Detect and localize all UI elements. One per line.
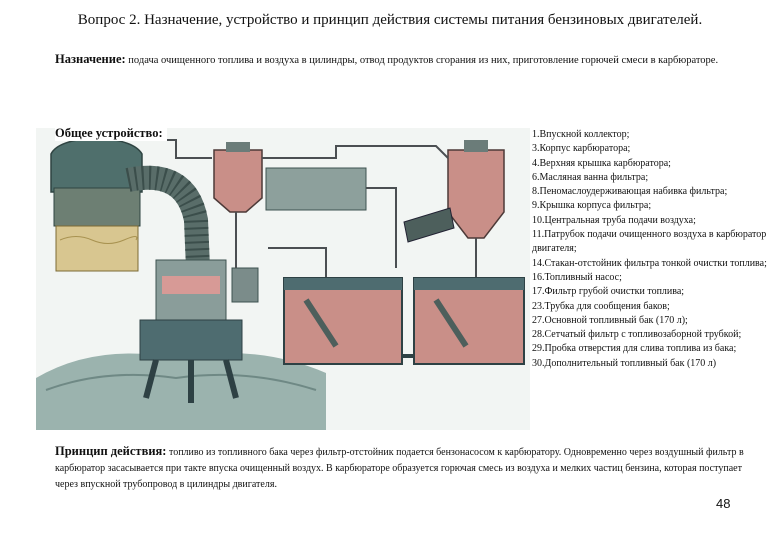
legend-item: 8.Пеномаслоудерживающая набивка фильтра; [532, 186, 728, 198]
air-filter-cover [50, 137, 143, 193]
structure-label: Общее устройство: [55, 126, 167, 141]
coarse-fuel-filter [213, 149, 263, 213]
legend-item: 28.Сетчатый фильтр с топливозаборной тру… [532, 329, 742, 341]
fuel-pump [231, 267, 259, 303]
legend-item: 29.Пробка отверстия для слива топлива из… [532, 343, 737, 355]
fine-filter-cap [464, 140, 488, 152]
fuel-system-illustration [36, 137, 525, 430]
legend-item: 23.Трубка для сообщения баков; [532, 300, 670, 312]
legend-item: 3.Корпус карбюратора; [532, 143, 631, 155]
hose-corrugation [125, 165, 210, 269]
parts-legend: 1.Впускной коллектор; 3.Корпус карбюрато… [532, 128, 777, 371]
fuel-system-diagram [36, 128, 530, 430]
principle-text: топливо из топливного бака через фильтр-… [55, 447, 744, 490]
additional-fuel-tank [413, 277, 525, 365]
legend-item: 6.Масляная ванна фильтра; [532, 171, 649, 183]
purpose-label: Назначение: [55, 52, 126, 66]
legend-item: 9.Крышка корпуса фильтра; [532, 200, 652, 212]
coarse-filter-cap [226, 142, 250, 152]
oil-level-line [59, 236, 138, 244]
principle-label: Принцип действия: [55, 444, 167, 458]
legend-item: 1.Впускной коллектор; [532, 129, 630, 140]
carburetor-float-chamber [162, 276, 220, 294]
fuel-lines [146, 139, 477, 278]
fuel-intake-pipes [303, 298, 469, 348]
legend-item: 4.Верхняя крышка карбюратора; [532, 157, 671, 169]
legend-item: 11.Патрубок подачи очищенного воздуха в … [532, 229, 767, 255]
slide-title: Вопрос 2. Назначение, устройство и принц… [77, 12, 703, 28]
legend-item: 17.Фильтр грубой очистки топлива; [532, 286, 685, 298]
legend-item: 14.Стакан-отстойник фильтра тонкой очист… [532, 257, 767, 269]
principle-paragraph: Принцип действия: топливо из топливного … [55, 443, 745, 493]
air-filter-body [53, 187, 141, 227]
legend-item: 30.Дополнительный топливный бак (170 л) [532, 357, 717, 369]
manifold-runners [143, 359, 239, 403]
legend-item: 10.Центральная труба подачи воздуха; [532, 214, 696, 226]
engine-contour [45, 373, 317, 391]
page-number: 48 [716, 496, 731, 511]
tank-top-covers [284, 278, 524, 290]
purpose-text: подача очищенного топлива и воздуха в ци… [125, 55, 719, 66]
fuel-gauge-panel [403, 207, 455, 243]
purpose-paragraph: Назначение: подача очищенного топлива и … [55, 52, 735, 68]
intake-manifold [139, 319, 243, 361]
filter-bracket [265, 167, 367, 211]
legend-item: 27.Основной топливный бак (170 л); [532, 314, 688, 326]
air-filter-oil-bath [55, 225, 139, 272]
main-fuel-tank [283, 277, 403, 365]
engine-block [36, 353, 326, 430]
legend-item: 16.Топливный насос; [532, 271, 622, 283]
fine-fuel-filter [447, 149, 505, 239]
